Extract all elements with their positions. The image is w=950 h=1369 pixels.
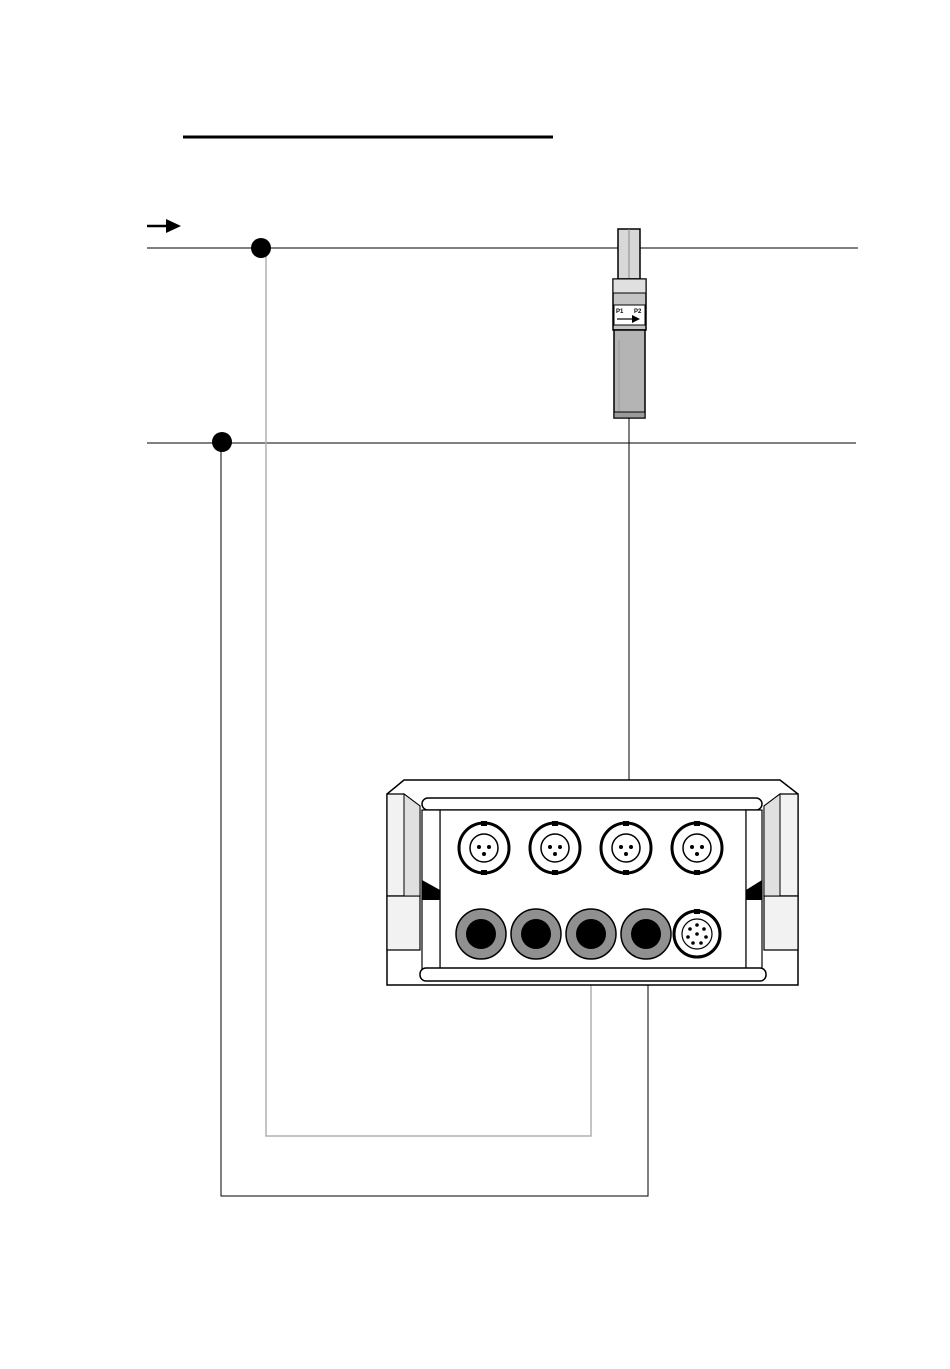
voltage-input-socket-2 <box>511 909 561 959</box>
current-input-socket-4 <box>672 821 722 875</box>
aux-connector <box>674 909 720 957</box>
voltage-lead-grey <box>266 256 591 1136</box>
connection-node-1 <box>251 238 271 258</box>
connection-node-2 <box>212 432 232 452</box>
clamp-terminal-p2: P2 <box>634 309 642 315</box>
clamp-terminal-p1: P1 <box>616 309 624 315</box>
voltage-input-socket-4 <box>621 909 671 959</box>
current-direction-arrow-icon <box>147 219 181 233</box>
voltage-input-socket-3 <box>566 909 616 959</box>
current-input-socket-3 <box>601 821 651 875</box>
current-input-socket-2 <box>530 821 580 875</box>
current-clamp: P1 P2 <box>613 229 646 418</box>
voltage-input-socket-1 <box>456 909 506 959</box>
clamp-label-plate <box>614 305 645 325</box>
current-input-socket-1 <box>459 821 509 875</box>
